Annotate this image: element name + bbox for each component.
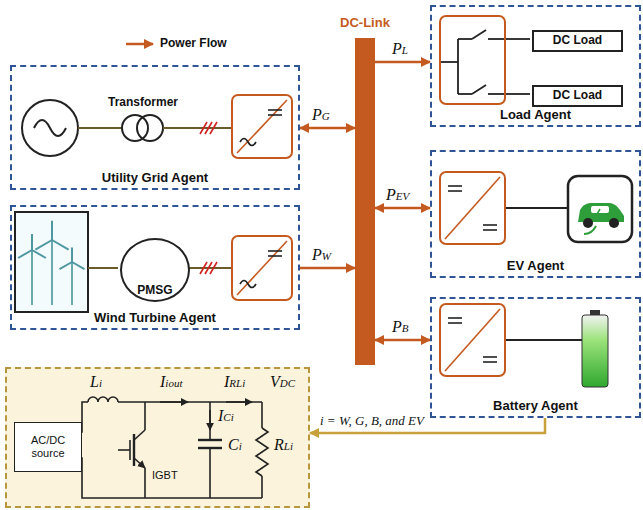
converter-diagonal	[445, 177, 500, 239]
ev-wheel	[609, 218, 619, 228]
node-title: AC/DC source	[15, 434, 81, 460]
converter-box	[440, 304, 505, 376]
converter-diagonal	[237, 100, 287, 153]
wire	[88, 267, 118, 269]
converter-box	[440, 16, 505, 104]
dc-sign	[448, 317, 462, 319]
converter-box	[232, 236, 292, 300]
agent-node: Load Agent DC Load DC Load	[430, 5, 641, 127]
dc-sign	[448, 322, 462, 324]
node-title: Battery Agent	[432, 398, 639, 413]
bar-node: DC-Link	[355, 38, 375, 365]
circuit-label: Iiout	[160, 373, 182, 391]
circuit-label: Li	[90, 373, 102, 391]
agent-node: EV Agent	[430, 150, 641, 278]
turbine-tower	[71, 262, 73, 305]
circuit-label: ICi	[218, 407, 234, 425]
turbine-tower	[51, 240, 53, 305]
node-title: PMSG	[122, 283, 188, 297]
wire	[78, 127, 122, 129]
edge-label: i = W, G, B, and EV	[320, 413, 424, 429]
edge-label: PEV	[386, 186, 409, 204]
power-flow-arrow	[375, 61, 430, 64]
transformer-coil	[122, 115, 148, 141]
agent-node: Battery Agent	[430, 297, 641, 418]
node-title: Utility Grid Agent	[12, 170, 298, 185]
dc-sign	[483, 361, 497, 363]
circuit-label: RLi	[274, 436, 293, 454]
wire	[163, 127, 232, 129]
edge-label: PG	[312, 106, 330, 124]
phase-tick	[210, 262, 217, 274]
turbine-blade	[60, 262, 72, 269]
agent-node: Wind Turbine Agent PMSG	[10, 205, 300, 330]
phase-tick	[210, 122, 217, 134]
edge-label: PW	[312, 246, 331, 264]
node-title: EV Agent	[432, 258, 639, 273]
turbine-blade	[51, 221, 53, 240]
turbine-blade	[31, 234, 33, 250]
converter-diagonal	[445, 309, 500, 371]
turbine-blade	[72, 262, 84, 269]
dc-sign	[483, 356, 497, 358]
converter-diagonal	[237, 241, 287, 295]
node-title: DC-Link	[340, 15, 390, 30]
circuit	[72, 397, 268, 498]
ev-icon-frame	[568, 176, 632, 242]
dc-sign	[448, 185, 462, 187]
part-label: Transformer	[108, 95, 178, 109]
turbine-blade	[32, 250, 46, 258]
dc-sign	[268, 109, 282, 111]
turbine-tower	[31, 250, 33, 305]
wire	[505, 339, 582, 341]
turbine-blade	[71, 248, 73, 262]
circuit-label: IGBT	[152, 469, 178, 481]
box-node: DC Load	[532, 30, 623, 52]
edge-label: PB	[392, 318, 409, 336]
ac-sign	[240, 281, 256, 288]
turbine-blade	[52, 240, 69, 250]
edge-label: PL	[392, 40, 408, 58]
panel-node: Li Iiout IRLi VDC ICiCi RLiIGBT AC/DC source	[5, 367, 310, 508]
circle-node: PMSG	[120, 238, 190, 302]
box-node: DC Load	[532, 85, 623, 107]
node-title: Load Agent	[432, 107, 639, 122]
battery	[582, 315, 608, 387]
legend-arrow	[126, 43, 153, 46]
node-title: DC Load	[534, 33, 621, 47]
wind-image	[15, 212, 88, 312]
dc-sign	[483, 229, 497, 231]
power-flow-arrow	[300, 127, 355, 130]
power-flow-arrow	[375, 207, 430, 210]
legend-text: Power Flow	[160, 36, 227, 50]
agent-node: Utility Grid Agent	[10, 65, 300, 190]
ac-source	[22, 100, 78, 156]
converter-box	[232, 95, 292, 158]
power-flow-arrow	[375, 339, 430, 342]
dc-sign	[268, 250, 282, 252]
turbine-blade	[35, 240, 52, 250]
circuit-label: VDC	[270, 373, 295, 391]
box-node: AC/DC source	[14, 422, 82, 472]
node-title: Wind Turbine Agent	[12, 310, 298, 325]
dc-sign	[448, 190, 462, 192]
load-switches	[440, 30, 530, 94]
node-title: DC Load	[534, 88, 621, 102]
dc-sign	[268, 255, 282, 257]
transformer-coil	[137, 115, 163, 141]
sine	[34, 120, 66, 136]
power-flow-arrow	[300, 267, 355, 270]
wire	[505, 207, 568, 209]
dc-sign	[268, 114, 282, 116]
dc-sign	[483, 224, 497, 226]
ev-plug	[584, 226, 596, 234]
circuit-label: Ci	[228, 436, 242, 454]
ev-wheel	[583, 218, 593, 228]
circuit-label: IRLi	[224, 373, 245, 391]
panel-ground	[5, 367, 310, 508]
ac-sign	[240, 139, 256, 146]
ev-bolt	[597, 209, 600, 219]
turbine-blade	[18, 250, 32, 258]
converter-box	[440, 172, 505, 244]
